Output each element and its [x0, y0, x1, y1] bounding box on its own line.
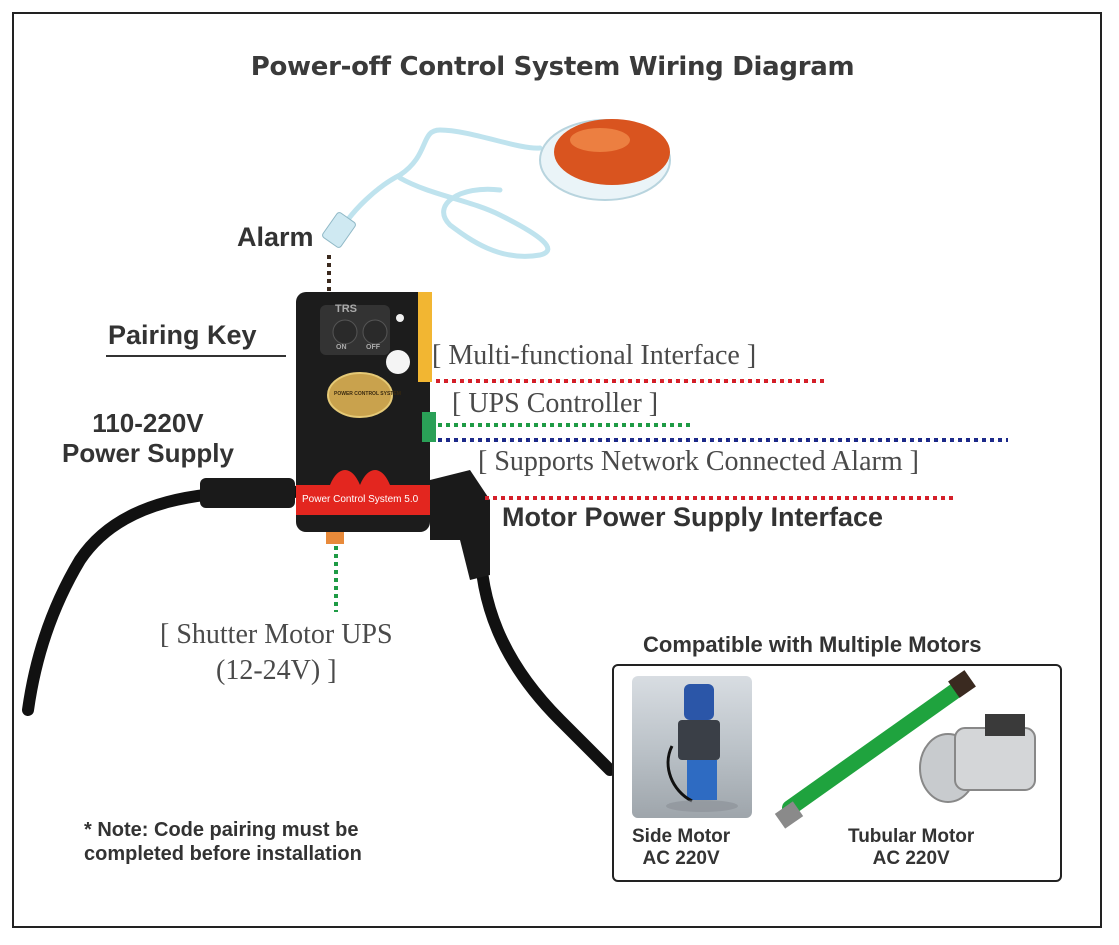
- power-plug: [200, 478, 295, 508]
- power-supply-line1: 110-220V: [92, 408, 204, 438]
- side-motor-photo: [632, 676, 752, 818]
- device-brand: TRS: [335, 303, 357, 315]
- side-motor-line1: Side Motor: [632, 826, 731, 847]
- alarm-lamp-dome: [554, 119, 670, 185]
- diagram-frame: [12, 12, 1102, 928]
- tubular-motor-label: Tubular Motor AC 220V: [848, 826, 974, 870]
- device-name: Power Control System 5.0: [302, 494, 419, 505]
- device-top-accent: [418, 292, 432, 382]
- diagram-title: Power-off Control System Wiring Diagram: [250, 52, 855, 82]
- note-line2: completed before installation: [84, 843, 362, 865]
- pairing-key-underline: [106, 355, 286, 357]
- shutter-line1: [ Shutter Motor UPS: [160, 619, 393, 650]
- alarm-cable: [332, 127, 551, 259]
- note-line1: * Note: Code pairing must be: [84, 819, 359, 841]
- side-motor-illustration: [666, 684, 738, 812]
- motor-plug: [430, 470, 490, 580]
- multi-functional-label: [ Multi-functional Interface ]: [432, 340, 757, 371]
- usb-plug: [322, 212, 356, 248]
- network-alarm-label: [ Supports Network Connected Alarm ]: [478, 446, 919, 477]
- device-badge-text: POWER CONTROL SYSTEM: [334, 391, 401, 397]
- tubular-motor-line2: AC 220V: [872, 848, 950, 869]
- side-motor-label: Side Motor AC 220V: [632, 826, 730, 870]
- installation-note: * Note: Code pairing must be completed b…: [84, 818, 362, 866]
- alarm-lamp-highlight: [570, 128, 630, 152]
- shutter-connector: [326, 532, 344, 544]
- device-badge: [327, 372, 393, 418]
- compatible-motors-heading: Compatible with Multiple Motors: [643, 632, 982, 657]
- indicator-led: [396, 314, 404, 322]
- power-supply-label: 110-220V Power Supply: [62, 408, 234, 468]
- tubular-motor-line1: Tubular Motor: [848, 826, 975, 847]
- device-off-label: OFF: [366, 344, 380, 351]
- motor-power-label: Motor Power Supply Interface: [502, 502, 884, 532]
- shutter-line2: (12-24V) ]: [216, 655, 337, 686]
- on-button: [332, 319, 358, 345]
- alarm-label: Alarm: [237, 222, 314, 252]
- side-motor-line2: AC 220V: [642, 848, 720, 869]
- pairing-key-button: [386, 350, 410, 374]
- ups-controller-label: [ UPS Controller ]: [452, 388, 659, 419]
- motor-cable: [474, 534, 616, 776]
- device-red-band: [296, 485, 430, 515]
- power-supply-line2: Power Supply: [62, 438, 234, 468]
- shutter-ups-label: [ Shutter Motor UPS (12-24V) ]: [160, 617, 393, 689]
- off-button: [362, 319, 388, 345]
- lotus-logo: [330, 470, 390, 485]
- device-on-label: ON: [336, 344, 347, 351]
- ups-connector: [422, 412, 436, 442]
- pairing-key-label: Pairing Key: [108, 320, 257, 350]
